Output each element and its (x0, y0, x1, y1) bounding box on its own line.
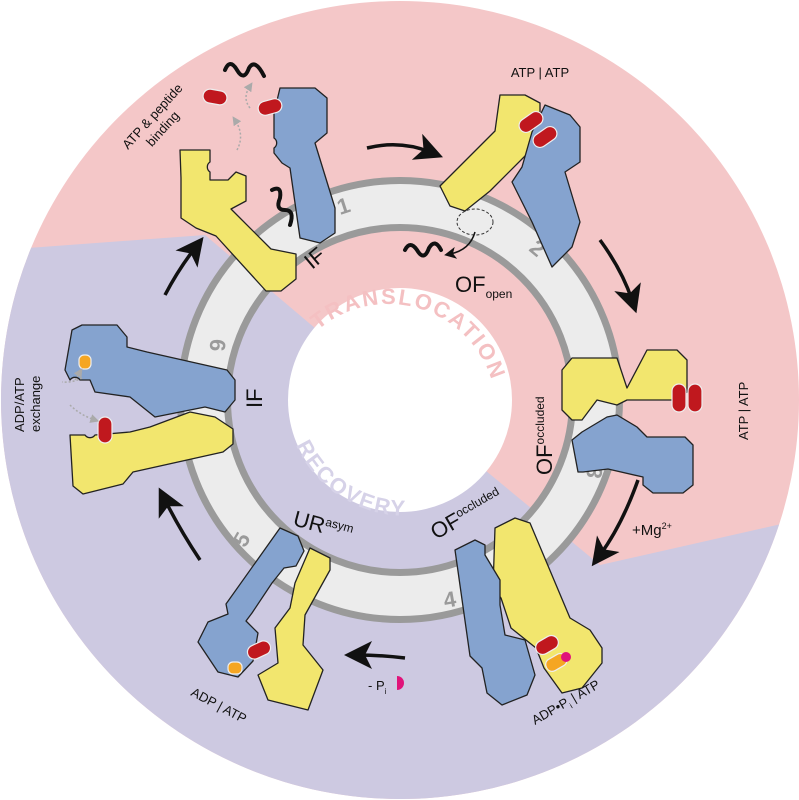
state-3-label: OFoccluded (532, 396, 557, 475)
peptide-free-icon (223, 62, 266, 78)
yellow-subunit (439, 94, 541, 212)
yellow-subunit (179, 149, 297, 292)
peptide-released-icon (403, 241, 443, 258)
arrow-4-5-icon (344, 641, 406, 670)
atp-molecule (257, 98, 283, 116)
state-3-outward-facing-occluded: OFoccluded ATP | ATP (532, 349, 751, 494)
adp-molecule (227, 661, 243, 675)
yellow-subunit (69, 411, 234, 495)
yellow-subunit (257, 547, 331, 711)
phosphate-release-label: - Pi (368, 678, 387, 696)
arrow-5-6-icon (158, 487, 202, 561)
center-disk (288, 288, 512, 512)
magnesium-addition-label: +Mg2+ (632, 521, 672, 539)
blue-subunit (197, 527, 305, 678)
atp-molecule (532, 125, 558, 149)
cavity-outline (456, 208, 494, 236)
arrow-3-4-icon (591, 479, 640, 567)
blue-subunit (511, 104, 581, 268)
atp-molecule (535, 634, 559, 656)
atp-free (202, 88, 228, 106)
atp-molecule (97, 416, 113, 444)
state-2-label: OFopen (455, 272, 512, 301)
blue-subunit (64, 324, 236, 418)
state-6-annotation: ADP/ATP exchange (12, 374, 43, 432)
phosphate-icon (397, 676, 404, 690)
arrow-2-3-icon (598, 238, 641, 314)
peptide-release-arrow-icon (444, 231, 476, 259)
step-number-4: 4 (442, 586, 459, 613)
state-3-nucleotides: ATP | ATP (736, 382, 751, 440)
arrow-6-1-icon (163, 236, 204, 296)
binding-arrow-icon (232, 116, 242, 151)
adp-molecule (78, 354, 92, 370)
phosphate-icon (561, 652, 571, 662)
state-6-label: IF (242, 388, 267, 408)
state-6-inward-facing: ADP/ATP exchange IF (12, 324, 267, 495)
atp-molecule (518, 110, 544, 134)
blue-subunit (571, 414, 694, 494)
state-2-nucleotides: ATP | ATP (511, 65, 569, 80)
yellow-subunit (561, 349, 688, 421)
atp-molecule (671, 383, 687, 413)
atp-molecule (687, 383, 703, 413)
blue-subunit (273, 87, 336, 244)
yellow-subunit (492, 517, 603, 694)
atp-molecule (246, 640, 272, 660)
arrow-1-2-icon (366, 133, 444, 160)
peptide-bound-icon (270, 186, 294, 227)
state-2-outward-facing-open: ATP | ATP OFopen (403, 65, 581, 301)
exchange-arrow-icon (61, 372, 82, 383)
binding-arrow-icon (243, 82, 253, 109)
blue-subunit (454, 539, 536, 706)
step-number-6: 6 (205, 338, 231, 352)
